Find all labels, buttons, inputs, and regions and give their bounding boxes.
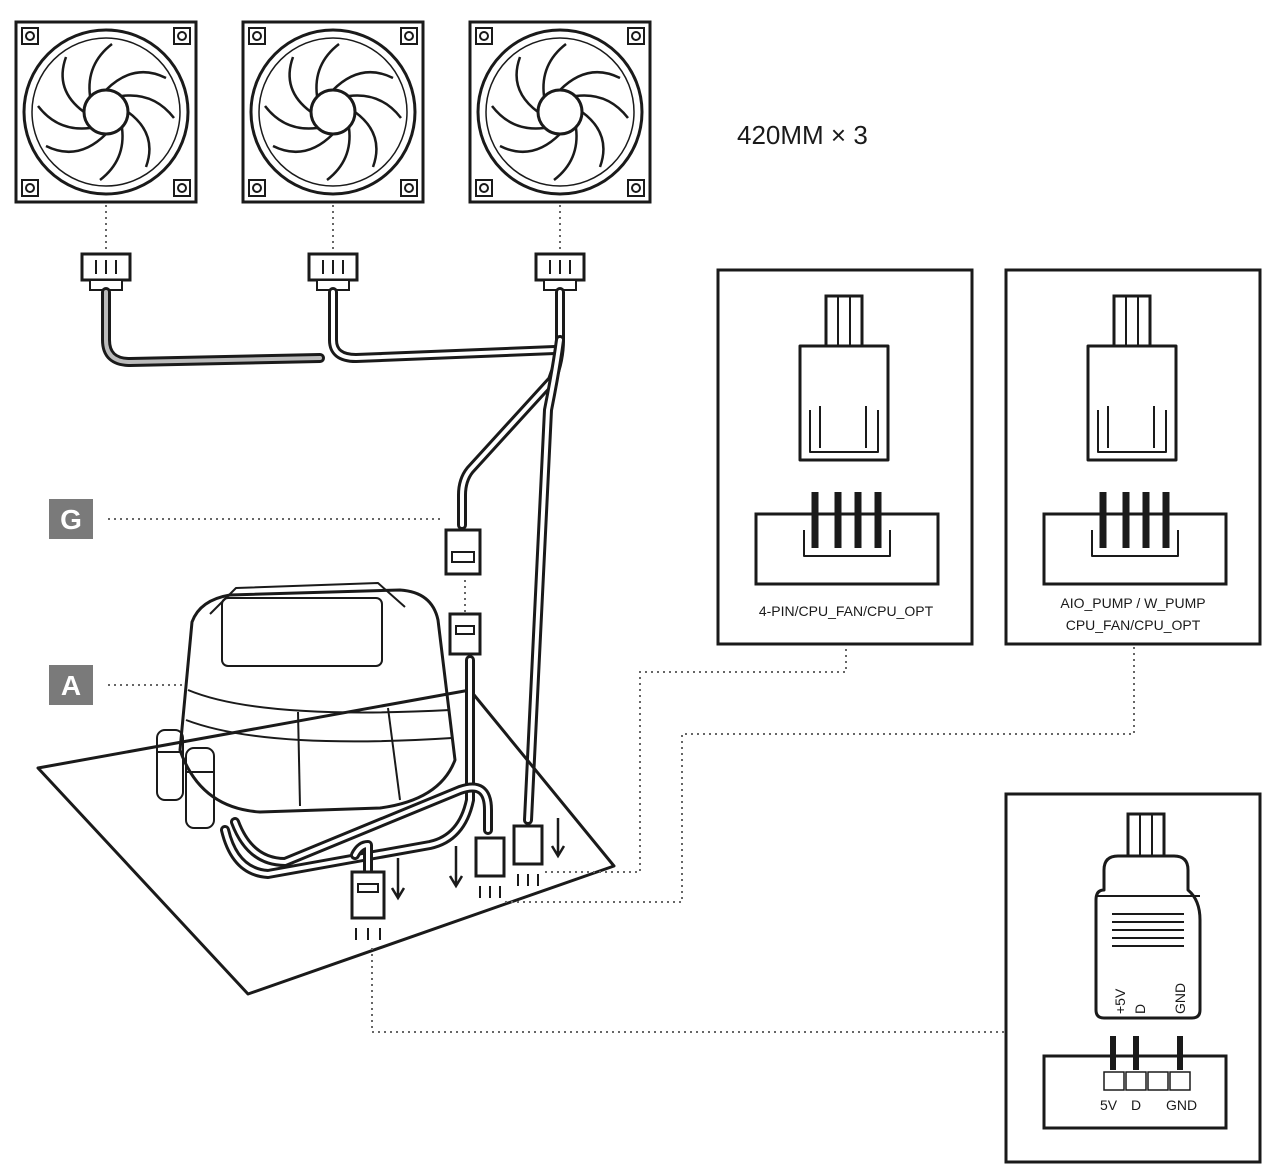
panel-fan-header-label: 4-PIN/CPU_FAN/CPU_OPT: [759, 603, 934, 619]
pump-plug-board: [474, 836, 506, 898]
insert-arrows: [390, 818, 566, 901]
argb-plug-board: [350, 870, 386, 940]
label-g-text: G: [60, 504, 82, 535]
fan-cable: [101, 287, 565, 825]
argb-plug-pin-gnd: GND: [1172, 983, 1188, 1014]
fan-count-label: 420MM × 3: [737, 120, 868, 150]
panel-pump-header-label-1: AIO_PUMP / W_PUMP: [1060, 595, 1205, 611]
argb-plug-pin-5v: +5V: [1112, 988, 1128, 1014]
fan-3: [468, 20, 652, 204]
panel-argb-header: +5V D GND 5V D GND: [1004, 792, 1262, 1164]
fan-1: [14, 20, 198, 204]
panel-pump-header-label-2: CPU_FAN/CPU_OPT: [1066, 617, 1201, 633]
fan-2: [241, 20, 425, 204]
panel-pump-header: AIO_PUMP / W_PUMP CPU_FAN/CPU_OPT: [1004, 268, 1262, 646]
fan-plug-2: [307, 252, 359, 292]
fan-plug-3: [534, 252, 586, 292]
panel-fan-header: 4-PIN/CPU_FAN/CPU_OPT: [716, 268, 974, 646]
fan-plug-board: [512, 824, 544, 886]
label-a-badge: A: [49, 665, 93, 705]
argb-header-pin-gnd: GND: [1166, 1097, 1197, 1113]
label-a-text: A: [61, 670, 81, 701]
argb-plug-pin-d: D: [1132, 1004, 1148, 1014]
argb-connector-g: [444, 528, 482, 656]
argb-header-pin-d: D: [1131, 1097, 1141, 1113]
label-g-badge: G: [49, 499, 93, 539]
motherboard: [36, 688, 616, 996]
pump-head: [156, 582, 457, 829]
pump-cables: [220, 655, 493, 879]
argb-header-pin-5v: 5V: [1100, 1097, 1118, 1113]
fan-plug-1: [80, 252, 132, 292]
